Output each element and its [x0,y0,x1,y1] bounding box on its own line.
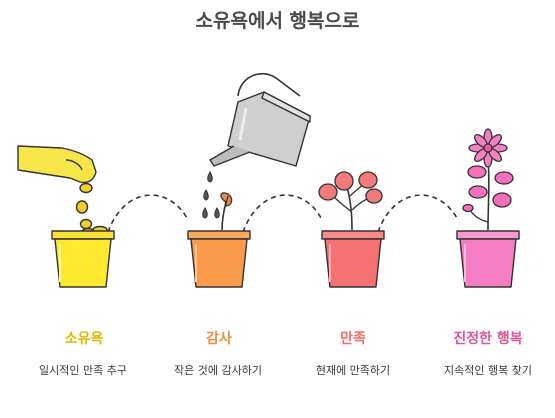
pot-yellow [51,230,115,288]
pot-orange [187,230,251,288]
stage-desc-gratitude: 작은 것에 감사하기 [174,364,262,377]
sprout-icon [220,192,233,231]
stage-title-true-happiness: 진정한 행복 [453,331,523,347]
diagram-title: 소유욕에서 행복으로 [195,10,360,32]
leafy-plant-icon [318,171,383,231]
stage-desc-contentment: 현재에 만족하기 [315,364,391,377]
flowering-plant-icon [462,128,514,231]
stage-title-possession: 소유욕 [64,331,104,347]
water-droplets-icon [202,171,220,219]
stage-title-gratitude: 감사 [206,331,232,347]
hand-with-coins-icon [17,145,108,237]
connector-1 [107,194,189,233]
stage-title-contentment: 만족 [340,331,366,347]
pot-pink [456,230,520,288]
connector-3 [377,194,459,233]
stage-desc-true-happiness: 지속적인 행복 찾기 [444,364,532,377]
watering-can-icon [209,72,311,167]
stage-desc-possession: 일시적인 만족 추구 [39,364,127,377]
pot-red [321,230,385,288]
connector-2 [242,194,323,233]
